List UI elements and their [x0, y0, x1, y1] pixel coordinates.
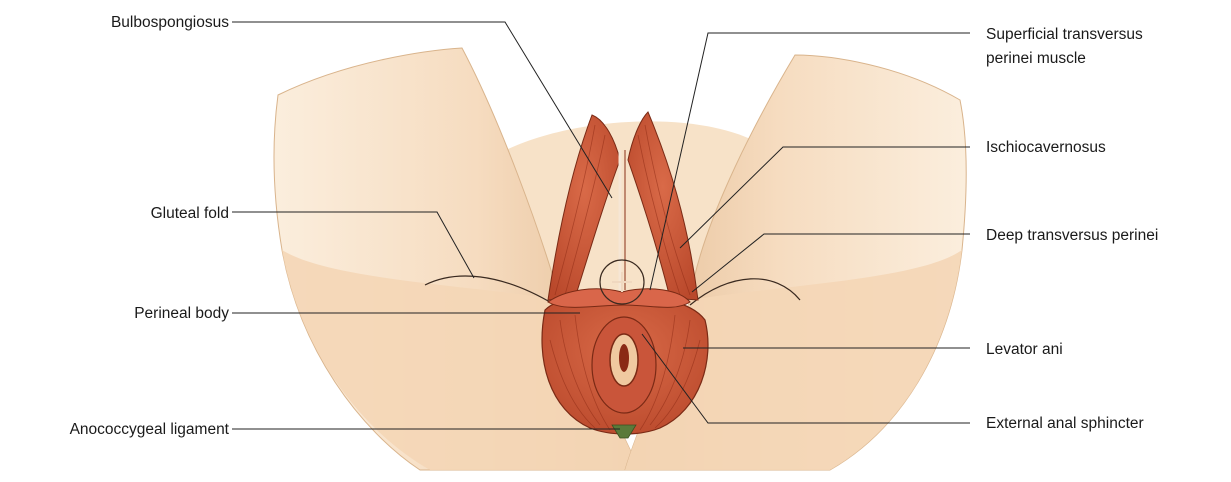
label-ischiocavernosus: Ischiocavernosus	[986, 139, 1106, 156]
label-anococcygeal-ligament: Anococcygeal ligament	[70, 421, 230, 438]
anal-opening	[619, 344, 629, 372]
label-gluteal-fold: Gluteal fold	[151, 205, 229, 222]
label-deep-transversus-perinei: Deep transversus perinei	[986, 227, 1158, 244]
label-levator-ani: Levator ani	[986, 341, 1063, 358]
label-external-anal-sphincter: External anal sphincter	[986, 415, 1144, 432]
label-superficial-transversus-line1: Superficial transversus	[986, 26, 1143, 43]
label-bulbospongiosus: Bulbospongiosus	[111, 14, 229, 31]
label-perineal-body: Perineal body	[134, 305, 229, 322]
label-superficial-transversus-line2: perinei muscle	[986, 50, 1086, 67]
